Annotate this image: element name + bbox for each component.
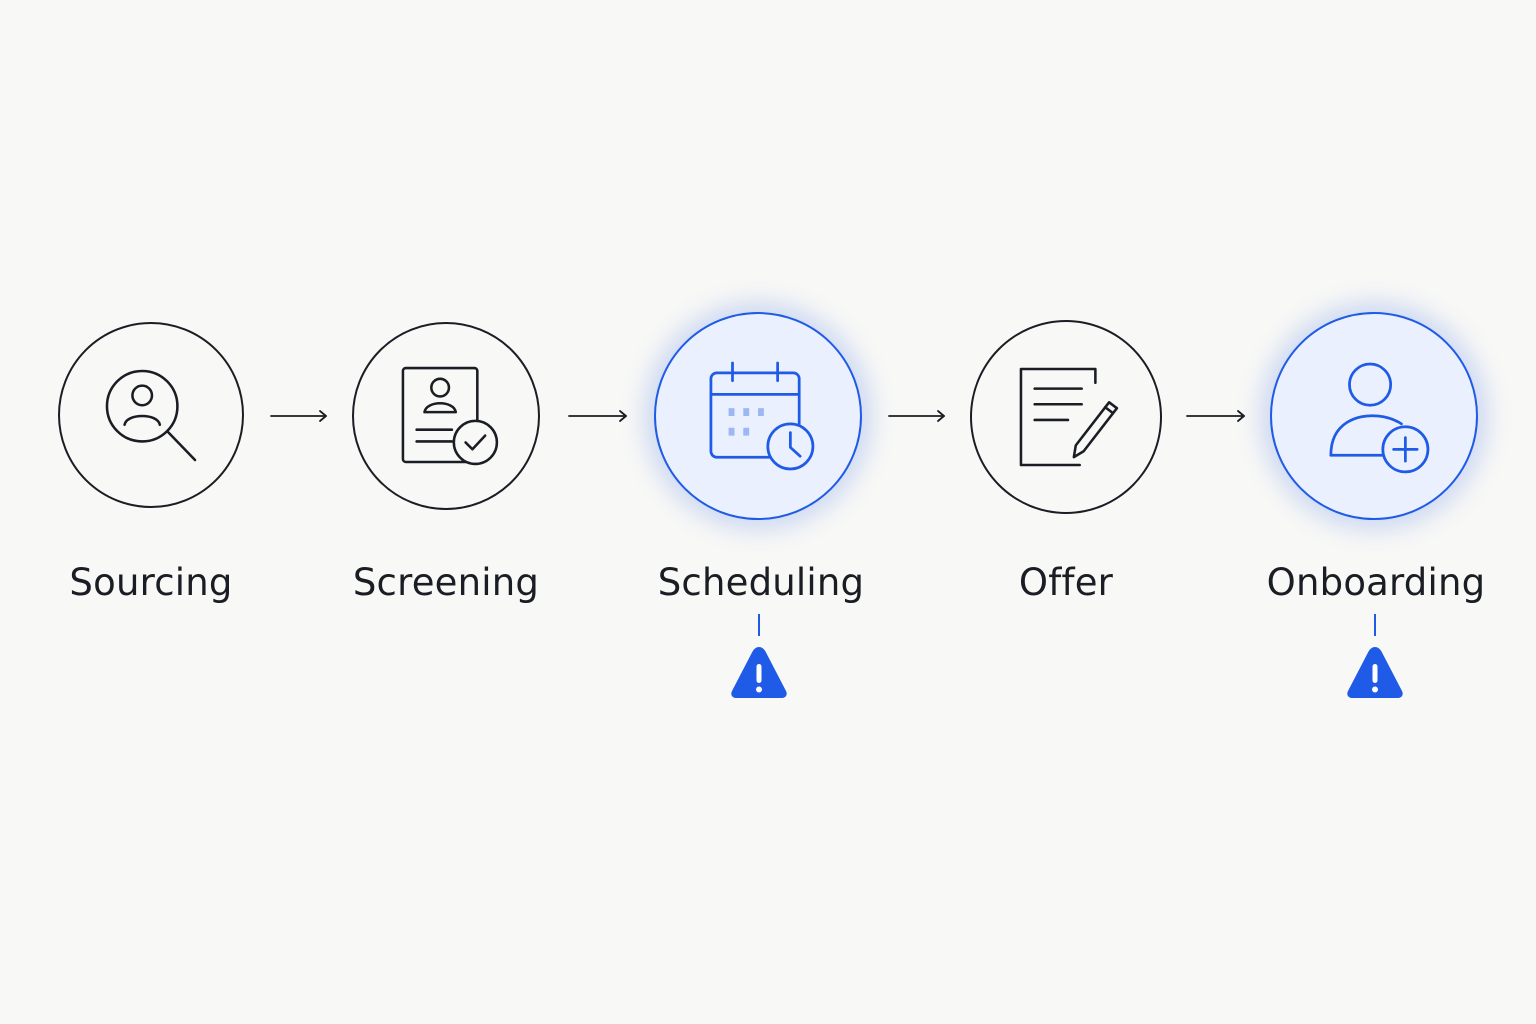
arrow-right-icon [568, 406, 628, 426]
document-pen-icon [1019, 367, 1119, 467]
calendar-clock-icon [709, 361, 815, 471]
arrow-right-icon [1186, 406, 1246, 426]
stage-circle-scheduling[interactable] [654, 312, 862, 520]
warning-triangle-icon[interactable] [729, 644, 789, 700]
warning-triangle-icon[interactable] [1345, 644, 1405, 700]
alert-connector-scheduling [758, 614, 760, 636]
arrow-right-icon [888, 406, 946, 426]
add-user-icon [1329, 362, 1430, 474]
arrow-right-icon [270, 406, 328, 426]
stage-label-offer: Offer [1018, 561, 1114, 604]
alert-connector-onboarding [1374, 614, 1376, 636]
search-person-icon [105, 369, 197, 462]
stage-circle-sourcing[interactable] [58, 322, 244, 508]
stage-label-onboarding: Onboarding [1266, 561, 1486, 604]
stage-label-scheduling: Scheduling [657, 561, 865, 604]
stage-circle-onboarding[interactable] [1270, 312, 1478, 520]
resume-check-icon [401, 366, 499, 466]
stage-circle-screening[interactable] [352, 322, 540, 510]
stage-label-sourcing: Sourcing [69, 561, 233, 604]
stage-label-screening: Screening [352, 561, 540, 604]
stage-circle-offer[interactable] [970, 320, 1162, 514]
